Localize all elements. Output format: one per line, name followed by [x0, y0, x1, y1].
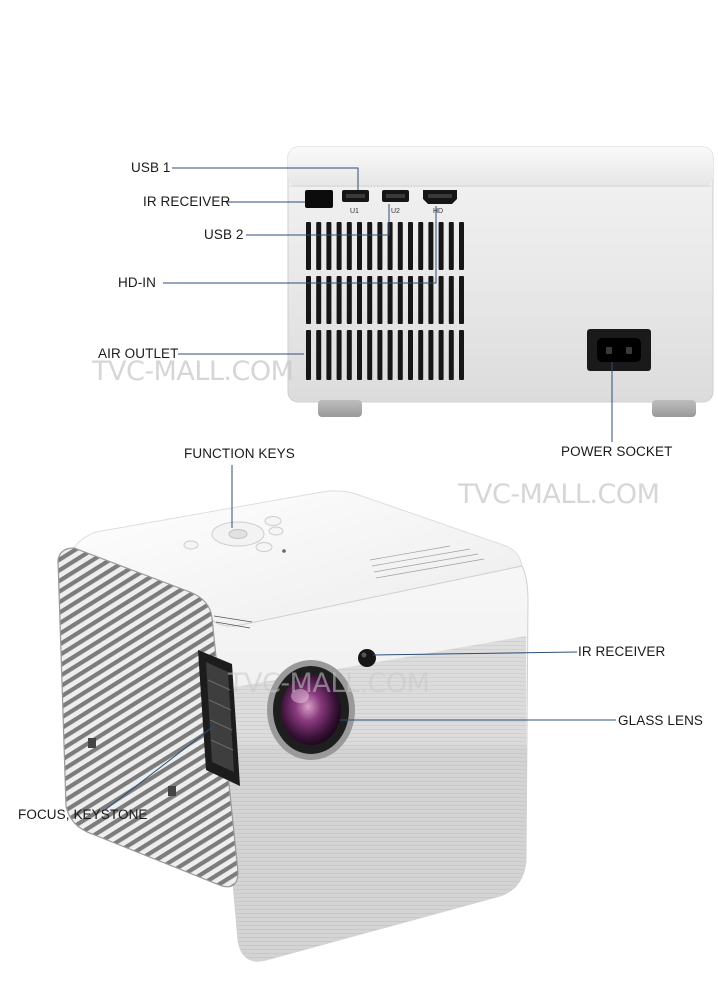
- vent-slot: [346, 276, 352, 324]
- vent-slot: [387, 222, 393, 270]
- vent-slot: [336, 276, 342, 324]
- vent-slot: [346, 330, 352, 380]
- vent-slot: [438, 222, 444, 270]
- vent-slot: [418, 276, 424, 324]
- label-ir-receiver-back: IR RECEIVER: [143, 194, 231, 209]
- label-focus-keystone: FOCUS, KEYSTONE: [18, 807, 148, 822]
- vent-slot: [459, 276, 464, 324]
- back-view-projector: [287, 146, 714, 417]
- vent-slot: [428, 276, 434, 324]
- vent-slot: [387, 276, 393, 324]
- vent-slot: [448, 222, 454, 270]
- label-ir-receiver-front: IR RECEIVER: [578, 644, 666, 659]
- label-usb1: USB 1: [131, 160, 171, 175]
- vent-slot: [459, 222, 464, 270]
- vent-slot: [377, 330, 383, 380]
- air-outlet-grille: [306, 222, 464, 380]
- vent-slot: [428, 222, 434, 270]
- vent-slot: [316, 276, 322, 324]
- port-mark-hd: HD: [433, 208, 443, 215]
- vent-slot: [326, 276, 332, 324]
- vent-slot: [448, 330, 454, 380]
- vent-slot: [367, 276, 373, 324]
- leader-hd-in: [163, 206, 437, 284]
- vent-slot: [326, 330, 332, 380]
- label-hd-in: HD-IN: [118, 275, 156, 290]
- vent-slot: [316, 330, 322, 380]
- label-function-keys: FUNCTION KEYS: [184, 446, 295, 461]
- watermark-2: TVC-MALL.COM: [458, 479, 660, 510]
- label-power-socket: POWER SOCKET: [561, 444, 673, 459]
- vent-slot: [367, 222, 373, 270]
- vent-slot: [336, 330, 342, 380]
- vent-slot: [408, 222, 413, 270]
- vent-slot: [418, 222, 424, 270]
- vent-slot: [408, 276, 413, 324]
- vent-slot: [306, 330, 311, 380]
- vent-slot: [336, 222, 342, 270]
- vent-slot: [448, 276, 454, 324]
- vent-slot: [306, 276, 311, 324]
- ir-receiver-front-dot: [358, 649, 376, 667]
- vent-slot: [408, 330, 413, 380]
- leader-ir-receiver-front: [372, 651, 578, 656]
- leader-usb1: [172, 167, 359, 190]
- vent-slot: [357, 222, 362, 270]
- front-view-projector: [57, 490, 529, 962]
- vent-slot: [346, 222, 352, 270]
- vent-slot: [357, 330, 362, 380]
- vent-slot: [438, 330, 444, 380]
- leader-focus-keystone: [104, 725, 215, 811]
- vent-slot: [438, 276, 444, 324]
- back-left-foot: [318, 400, 362, 417]
- vent-slot: [316, 222, 322, 270]
- leader-usb2: [246, 204, 390, 236]
- vent-slot: [397, 222, 403, 270]
- vent-slot: [459, 330, 464, 380]
- label-glass-lens: GLASS LENS: [618, 713, 704, 728]
- glass-lens: [267, 660, 355, 760]
- vent-slot: [428, 330, 434, 380]
- vent-slot: [357, 276, 362, 324]
- port-mark-u2: U2: [391, 208, 400, 215]
- vent-slot: [397, 330, 403, 380]
- label-usb2: USB 2: [204, 227, 244, 242]
- vent-slot: [326, 222, 332, 270]
- vent-slot: [387, 330, 393, 380]
- back-right-foot: [652, 400, 696, 417]
- ir-receiver-window: [305, 190, 333, 208]
- vent-slot: [367, 330, 373, 380]
- label-air-outlet: AIR OUTLET: [98, 346, 179, 361]
- vent-slot: [418, 330, 424, 380]
- watermark-3: TVC-MALL.COM: [228, 668, 430, 699]
- function-keys: [183, 516, 286, 553]
- vent-slot: [306, 222, 311, 270]
- vent-slot: [397, 276, 403, 324]
- leader-lines: [104, 167, 616, 811]
- vent-slot: [377, 222, 383, 270]
- port-mark-u1: U1: [350, 208, 359, 215]
- vent-slot: [377, 276, 383, 324]
- watermark-1: TVC-MALL.COM: [92, 356, 294, 387]
